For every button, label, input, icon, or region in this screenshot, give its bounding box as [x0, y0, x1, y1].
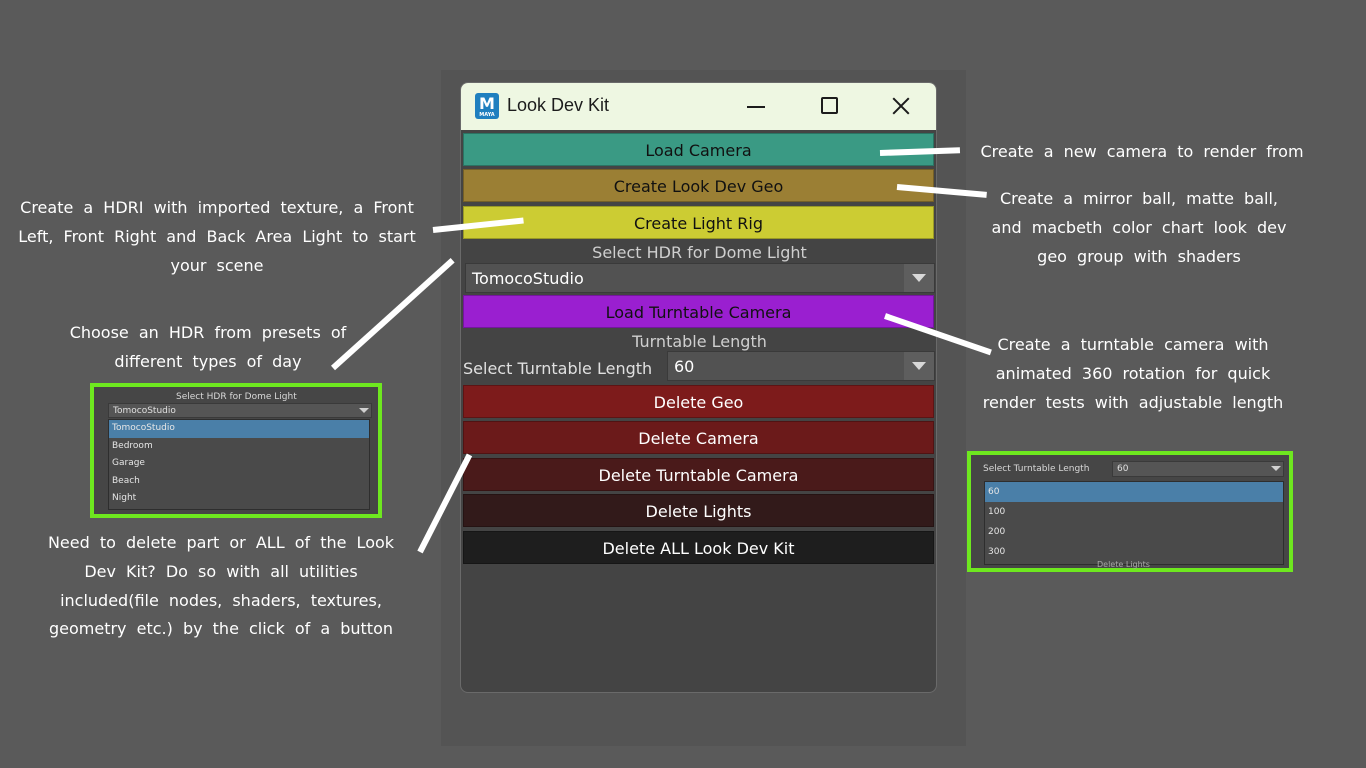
hdr-dropdown-preview: Select HDR for Dome Light TomocoStudio T…	[90, 383, 382, 518]
hdr-dropdown[interactable]: TomocoStudio	[465, 263, 935, 293]
partial-delete-lights-label: Delete Lights	[1097, 560, 1150, 569]
delete-all-button[interactable]: Delete ALL Look Dev Kit	[463, 531, 934, 564]
hdr-label: Select HDR for Dome Light	[592, 243, 807, 262]
chevron-down-icon[interactable]	[904, 352, 934, 380]
turntable-option[interactable]: 300	[988, 547, 1006, 557]
annotation-delete: Need to delete part or ALL of the Look D…	[47, 533, 395, 639]
turntable-option[interactable]: 200	[988, 527, 1006, 537]
delete-turntable-camera-button[interactable]: Delete Turntable Camera	[463, 458, 934, 491]
hdr-options-list: TomocoStudio Bedroom Garage Beach Night	[108, 419, 370, 510]
hdr-option[interactable]: Beach	[112, 475, 140, 486]
load-turntable-camera-button[interactable]: Load Turntable Camera	[463, 295, 934, 328]
delete-lights-button[interactable]: Delete Lights	[463, 494, 934, 527]
turntable-options-list: 60 100 200 300	[984, 481, 1284, 565]
turntable-option[interactable]: 60	[985, 482, 1283, 502]
hdr-option[interactable]: Bedroom	[112, 440, 153, 451]
delete-camera-button[interactable]: Delete Camera	[463, 421, 934, 454]
turntable-mini-dropdown[interactable]: 60	[1112, 461, 1284, 477]
chevron-down-icon	[1271, 466, 1281, 471]
create-light-rig-button[interactable]: Create Light Rig	[463, 206, 934, 239]
annotation-load-camera: Create a new camera to render from	[980, 142, 1304, 161]
hdr-mini-dropdown[interactable]: TomocoStudio	[108, 403, 372, 418]
turntable-selected: 60	[674, 357, 695, 376]
annotation-hdr-presets: Choose an HDR from presets of different …	[69, 323, 347, 371]
turntable-length-label: Turntable Length	[632, 332, 767, 351]
delete-geo-button[interactable]: Delete Geo	[463, 385, 934, 418]
maximize-icon[interactable]	[811, 92, 847, 120]
annotation-light-rig: Create a HDRI with imported texture, a F…	[18, 198, 416, 275]
annotation-look-dev-geo: Create a mirror ball, matte ball, and ma…	[991, 189, 1287, 266]
hdr-mini-label: Select HDR for Dome Light	[176, 392, 297, 402]
hdr-selected: TomocoStudio	[472, 269, 584, 288]
turntable-mini-label: Select Turntable Length	[983, 464, 1090, 474]
hdr-option[interactable]: Garage	[112, 458, 145, 468]
turntable-length-dropdown[interactable]: 60	[667, 351, 935, 381]
annotation-turntable: Create a turntable camera with animated …	[982, 335, 1284, 412]
minimize-icon[interactable]	[739, 92, 775, 120]
close-icon[interactable]	[883, 92, 919, 120]
hdr-option[interactable]: TomocoStudio	[109, 420, 369, 438]
turntable-dropdown-preview: Select Turntable Length 60 60 100 200 30…	[967, 451, 1293, 572]
create-look-dev-geo-button[interactable]: Create Look Dev Geo	[463, 169, 934, 202]
chevron-down-icon[interactable]	[904, 264, 934, 292]
hdr-option[interactable]: Night	[112, 493, 137, 503]
turntable-field-label: Select Turntable Length	[463, 359, 653, 378]
turntable-option[interactable]: 100	[988, 507, 1006, 517]
chevron-down-icon	[359, 408, 369, 413]
window-title: Look Dev Kit	[507, 95, 610, 115]
load-camera-button[interactable]: Load Camera	[463, 133, 934, 166]
